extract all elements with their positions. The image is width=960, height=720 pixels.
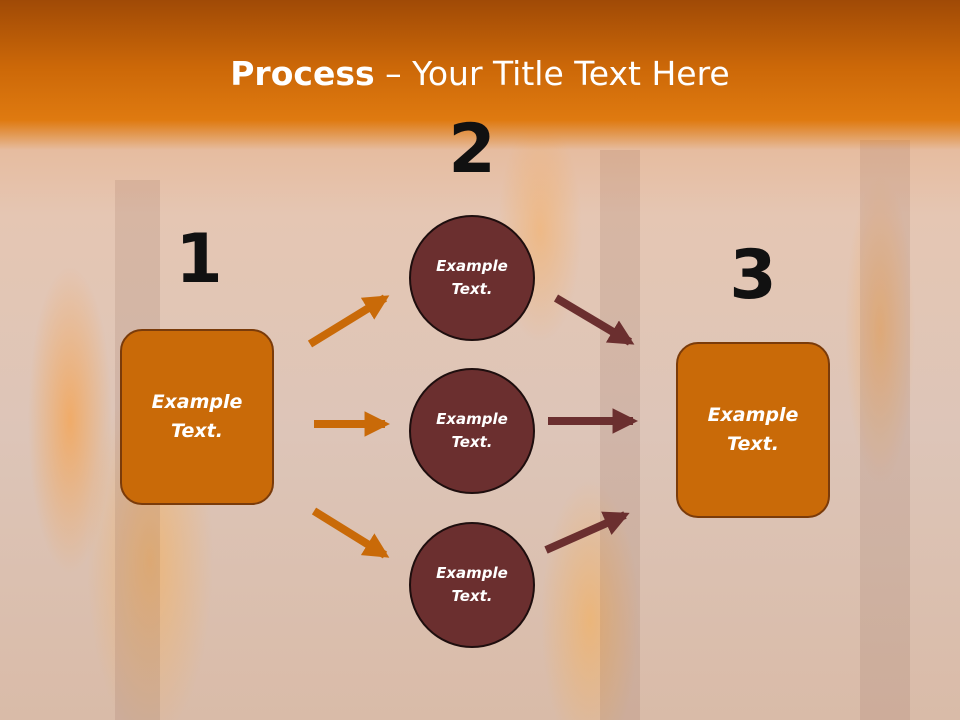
step-3-box: Example Text. bbox=[676, 342, 830, 518]
step-2-number: 2 bbox=[448, 110, 496, 189]
arrow-1-to-bottom bbox=[311, 507, 390, 559]
step-2-text-middle: Example Text. bbox=[436, 410, 508, 451]
arrow-1-to-top bbox=[307, 294, 390, 348]
step-1-box: Example Text. bbox=[120, 329, 274, 505]
title-bold: Process bbox=[230, 54, 375, 93]
background-beam bbox=[600, 150, 640, 720]
header-bar bbox=[0, 0, 960, 150]
step-2-circle-top: Example Text. bbox=[409, 215, 535, 341]
step-3-number: 3 bbox=[729, 236, 777, 315]
background-beam bbox=[860, 140, 910, 720]
step-3-text: Example Text. bbox=[707, 404, 799, 455]
title-rest: – Your Title Text Here bbox=[374, 54, 730, 93]
arrow-bottom-to-3 bbox=[544, 511, 630, 554]
step-2-text-bottom: Example Text. bbox=[436, 564, 508, 605]
arrow-top-to-3 bbox=[553, 294, 635, 346]
step-2-text-top: Example Text. bbox=[436, 257, 508, 298]
step-1-text: Example Text. bbox=[151, 391, 243, 442]
slide-title: Process – Your Title Text Here bbox=[0, 52, 960, 96]
step-1-number: 1 bbox=[175, 220, 223, 299]
step-2-circle-bottom: Example Text. bbox=[409, 522, 535, 648]
step-2-circle-middle: Example Text. bbox=[409, 368, 535, 494]
